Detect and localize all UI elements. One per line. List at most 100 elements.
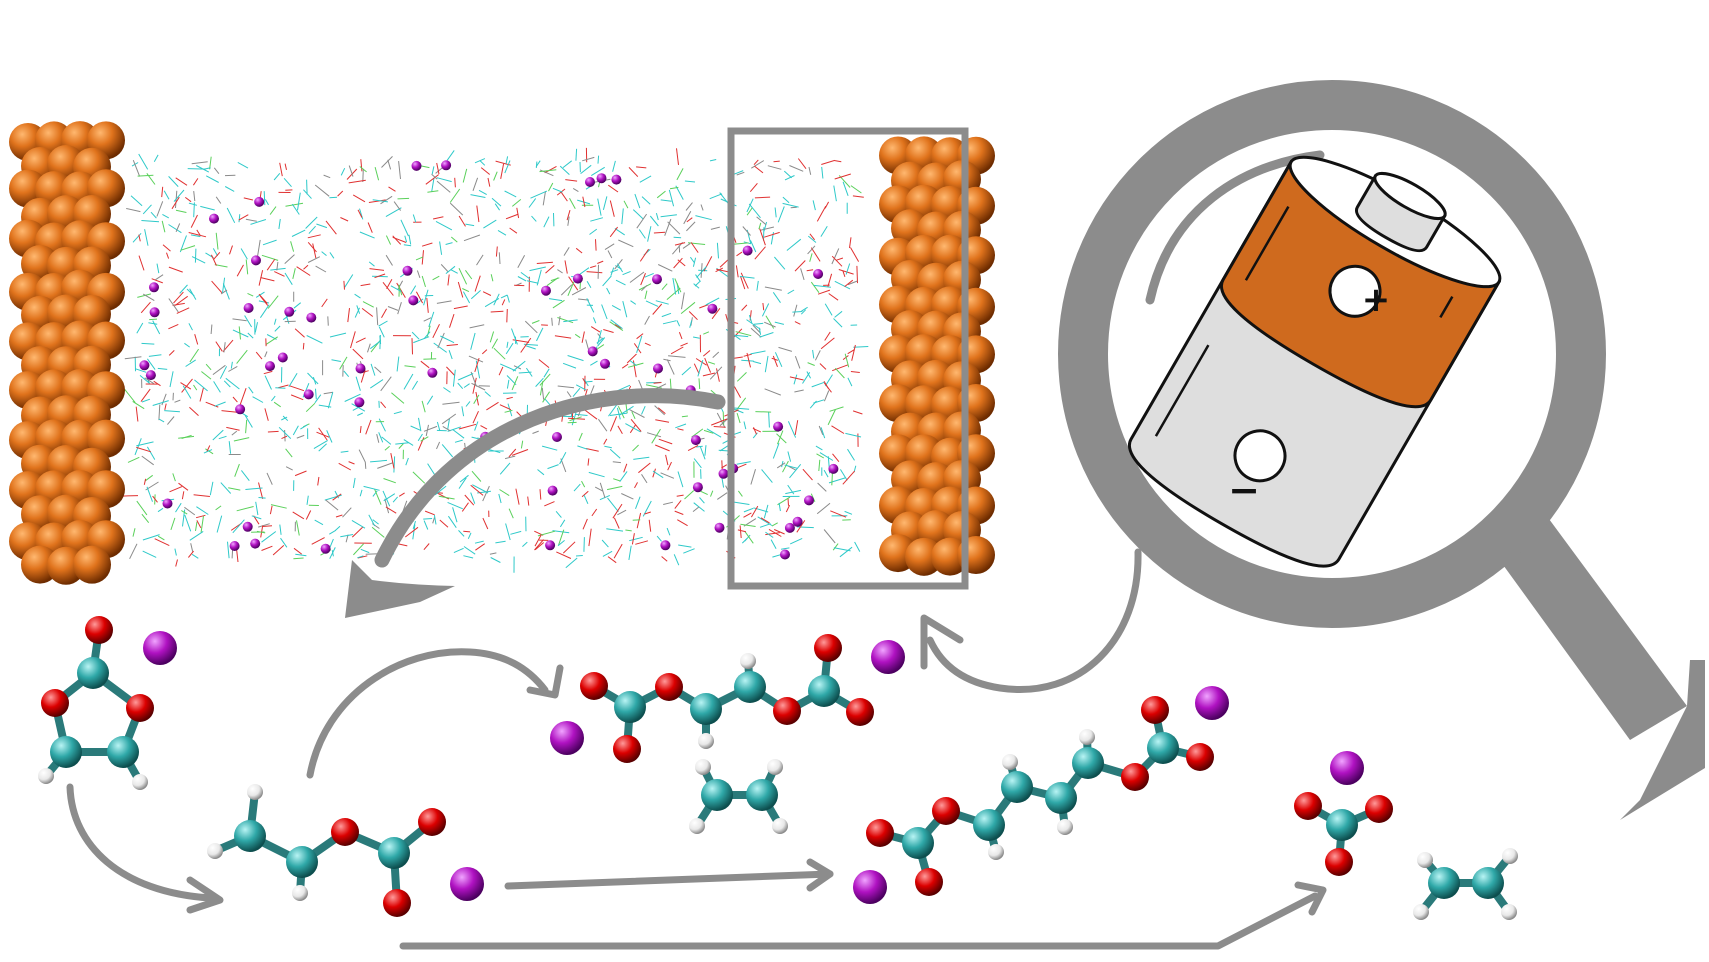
- oxygen-atom: [1294, 792, 1322, 820]
- solvent-bond: [612, 461, 621, 464]
- solvent-bond: [737, 529, 747, 533]
- solvent-bond: [201, 371, 212, 380]
- solvent-bond: [515, 488, 520, 505]
- solvent-bond: [439, 519, 449, 528]
- solvent-bond: [124, 388, 136, 403]
- solvent-bond: [802, 372, 811, 384]
- solvent-bond: [499, 489, 510, 497]
- solvent-bond: [297, 192, 301, 211]
- solvent-bond: [398, 443, 404, 449]
- solvent-bond: [800, 268, 805, 281]
- solvent-bond: [132, 232, 142, 243]
- solvent-bond: [756, 280, 759, 291]
- solvent-bond: [295, 553, 307, 557]
- solvent-bond: [834, 173, 851, 180]
- solvent-bond: [567, 355, 584, 362]
- solvent-bond: [387, 159, 392, 170]
- lithium-ion: [354, 397, 365, 408]
- solvent-bond: [161, 393, 167, 406]
- solvent-bond: [538, 359, 550, 368]
- solvent-bond: [543, 216, 550, 228]
- solvent-bond: [684, 180, 696, 183]
- solvent-bond: [220, 482, 232, 494]
- solvent-bond: [220, 289, 228, 295]
- solvent-bond: [715, 267, 724, 273]
- solvent-bond: [594, 486, 604, 492]
- solvent-bond: [638, 229, 646, 239]
- solvent-bond: [442, 425, 451, 432]
- solvent-bond: [656, 190, 666, 199]
- solvent-bond: [531, 215, 537, 222]
- solvent-bond: [146, 486, 153, 502]
- reaction-arrows: [66, 548, 1327, 950]
- solvent-bond: [743, 512, 752, 518]
- solvent-bond: [278, 384, 289, 389]
- solvent-bond: [494, 203, 501, 211]
- lithium-ion: [692, 482, 703, 493]
- solvent-bond: [644, 290, 648, 300]
- solvent-bond: [316, 223, 328, 229]
- solvent-bond: [676, 320, 681, 327]
- solvent-bond: [411, 380, 419, 390]
- solvent-bond: [146, 446, 156, 460]
- solvent-bond: [222, 277, 226, 293]
- solvent-bond: [314, 394, 322, 404]
- solvent-bond: [423, 518, 433, 520]
- solvent-bond: [228, 487, 241, 491]
- solvent-bond: [187, 168, 206, 170]
- solvent-bond: [329, 538, 334, 549]
- solvent-bond: [544, 501, 555, 507]
- solvent-bond: [292, 268, 296, 280]
- solvent-bond: [655, 300, 669, 305]
- solvent-bond: [294, 328, 305, 338]
- solvent-bond: [657, 264, 673, 272]
- solvent-bond: [832, 543, 839, 551]
- solvent-bond: [655, 444, 670, 452]
- solvent-bond: [174, 399, 181, 403]
- solvent-bond: [622, 270, 631, 276]
- solvent-bond: [397, 197, 410, 200]
- solvent-bond: [623, 200, 629, 209]
- solvent-bond: [765, 315, 775, 329]
- lithium-ion: [402, 265, 413, 276]
- solvent-bond: [506, 295, 510, 303]
- solvent-bond: [827, 409, 836, 426]
- solvent-bond: [534, 542, 545, 551]
- solvent-bond: [539, 169, 557, 173]
- solvent-bond: [223, 380, 231, 388]
- hydrogen-atom: [740, 653, 756, 669]
- solvent-bond: [794, 321, 801, 325]
- solvent-bond: [168, 323, 179, 330]
- solvent-bond: [173, 291, 184, 304]
- solvent-bond: [753, 361, 762, 365]
- solvent-bond: [548, 182, 554, 192]
- lithium-ion: [441, 160, 452, 171]
- solvent-bond: [472, 484, 489, 494]
- solvent-bond: [534, 539, 544, 551]
- solvent-bond: [232, 318, 247, 322]
- solvent-bond: [474, 158, 486, 164]
- solvent-bond: [360, 283, 371, 287]
- solvent-bond: [557, 269, 563, 274]
- solvent-bond: [181, 491, 185, 500]
- solvent-bond: [704, 357, 712, 373]
- solvent-bond: [370, 363, 376, 376]
- solvent-bond: [398, 284, 403, 296]
- solvent-bond: [415, 291, 424, 304]
- solvent-bond: [681, 292, 685, 310]
- solvent-bond: [440, 264, 449, 273]
- solvent-bond: [273, 318, 277, 325]
- solvent-bond: [188, 202, 198, 206]
- solvent-bond: [609, 412, 628, 416]
- solvent-bond: [626, 353, 637, 364]
- solvent-bond: [834, 280, 851, 290]
- solvent-bond: [511, 328, 518, 345]
- solvent-bond: [134, 368, 147, 373]
- solvent-bond: [421, 400, 426, 413]
- solvent-bond: [587, 458, 590, 466]
- solvent-bond: [660, 214, 677, 218]
- solvent-bond: [563, 319, 578, 323]
- solvent-bond: [687, 242, 706, 245]
- solvent-bond: [796, 526, 814, 529]
- solvent-bond: [739, 525, 742, 539]
